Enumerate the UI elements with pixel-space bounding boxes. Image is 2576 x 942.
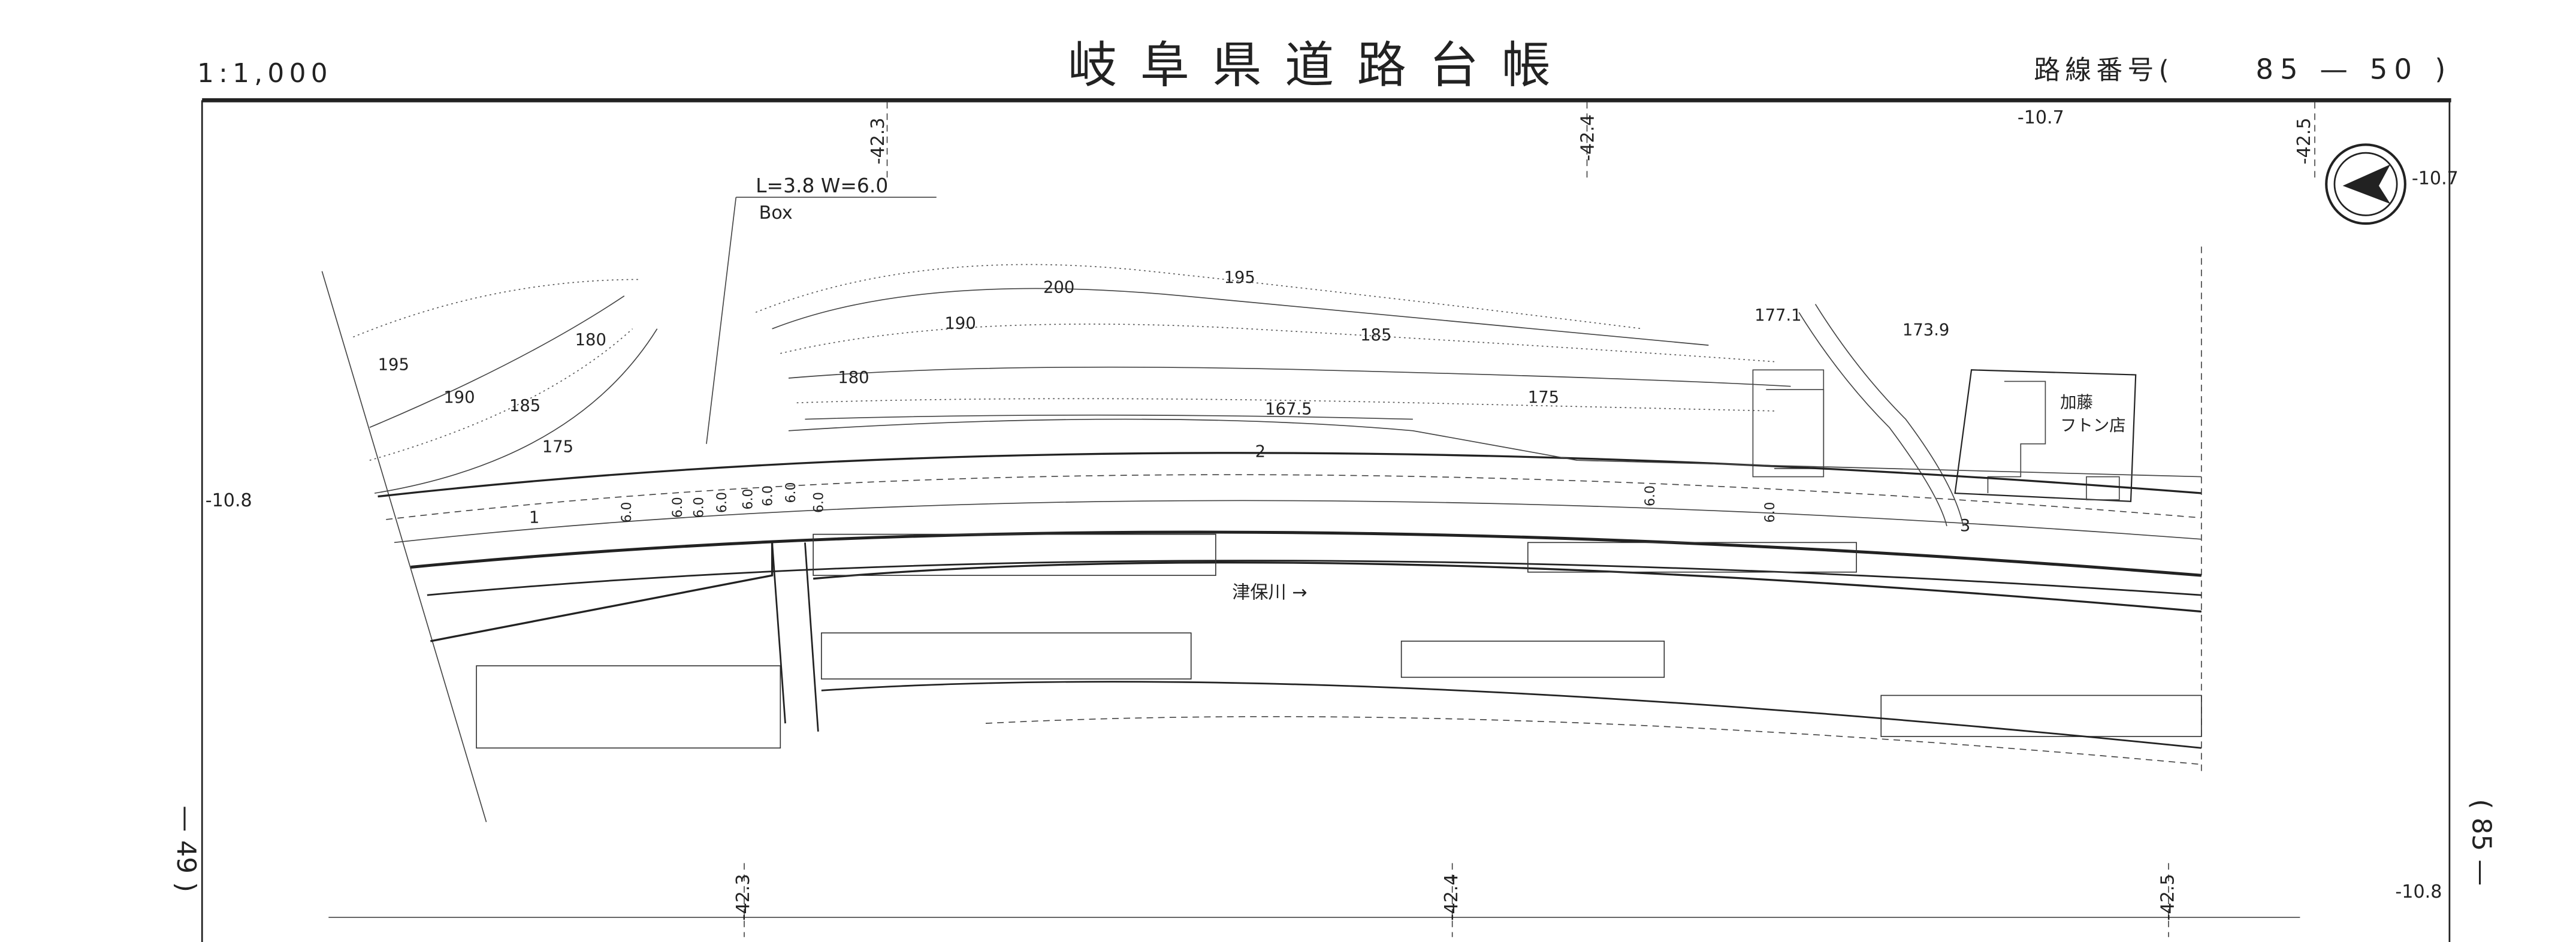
svg-text:6.0: 6.0 xyxy=(784,482,799,503)
svg-text:6.0: 6.0 xyxy=(1643,485,1658,506)
station-number: 2 xyxy=(1255,443,1266,461)
contour-label: 175 xyxy=(1528,388,1559,407)
contour-label: 190 xyxy=(944,315,976,333)
svg-text:6.0: 6.0 xyxy=(715,492,730,513)
contour-label: 185 xyxy=(509,397,540,415)
grid-label-right-bottom: -10.8 xyxy=(2395,881,2442,902)
contour-label: 200 xyxy=(1043,278,1074,297)
adjacent-sheet-left[interactable]: — 49 ) xyxy=(171,805,201,892)
spot-height: 177.1 xyxy=(1754,306,1801,325)
contour-label: 185 xyxy=(1360,326,1391,345)
map-title: 岐阜県道路台帳 xyxy=(1068,37,1574,94)
svg-text:6.0: 6.0 xyxy=(761,485,776,506)
route-label: 路線番号( xyxy=(2034,55,2174,86)
grid-label-bottom-2: -42.4 xyxy=(1441,874,1462,920)
contour-lines xyxy=(353,264,1791,494)
north-arrow-icon xyxy=(2325,143,2406,225)
grid-label-top-1: -42.3 xyxy=(868,117,889,164)
svg-text:6.0: 6.0 xyxy=(691,497,706,518)
svg-text:6.0: 6.0 xyxy=(741,489,756,510)
river-label: 津保川 → xyxy=(1232,582,1307,603)
scale-label: 1:1,000 xyxy=(197,58,333,89)
contour-label: 175 xyxy=(542,437,573,456)
station-number: 3 xyxy=(1960,517,1970,535)
contour-label: 167.5 xyxy=(1265,400,1312,418)
contour-label: 180 xyxy=(575,331,606,349)
culvert-dimensions: L=3.8 W=6.0 xyxy=(756,174,888,197)
svg-text:6.0: 6.0 xyxy=(620,502,635,523)
grid-label-bottom-1: -42.3 xyxy=(733,874,754,920)
contour-label: 195 xyxy=(1224,268,1255,287)
map-frame xyxy=(201,98,2451,942)
river-banks xyxy=(430,533,2202,765)
grid-label-top-3: -42.5 xyxy=(2294,117,2315,164)
svg-text:6.0: 6.0 xyxy=(812,492,827,513)
grid-label-left-mid: -10.8 xyxy=(206,490,252,511)
svg-text:6.0: 6.0 xyxy=(1763,502,1778,523)
svg-text:6.0: 6.0 xyxy=(671,497,685,518)
route-number: 85 — 50 xyxy=(2255,53,2418,86)
grid-label-bottom-3: -42.5 xyxy=(2157,874,2178,920)
station-number: 1 xyxy=(529,508,539,527)
shop-name: フトン店 xyxy=(2060,416,2126,435)
grid-ticks xyxy=(744,102,2315,937)
grid-label-right-top-b: -10.7 xyxy=(2412,168,2459,189)
contour-label: 195 xyxy=(378,355,409,374)
road xyxy=(378,418,2202,596)
width-labels: 6.0 6.0 6.0 6.0 6.0 6.0 6.0 6.0 6.0 6.0 xyxy=(620,482,1778,523)
adjacent-sheet-right[interactable]: ( 85 — xyxy=(2466,799,2496,886)
buildings xyxy=(1752,304,2137,527)
grid-label-top-2: -42.4 xyxy=(1577,114,1598,161)
route-close: ) xyxy=(2435,53,2445,86)
spot-height: 173.9 xyxy=(1902,321,1949,340)
contour-label: 180 xyxy=(838,369,869,387)
shop-name: 加藤 xyxy=(2060,393,2093,412)
contour-label: 190 xyxy=(443,388,475,407)
culvert-type: Box xyxy=(759,203,793,224)
grid-label-right-top-a: -10.7 xyxy=(2018,107,2064,128)
